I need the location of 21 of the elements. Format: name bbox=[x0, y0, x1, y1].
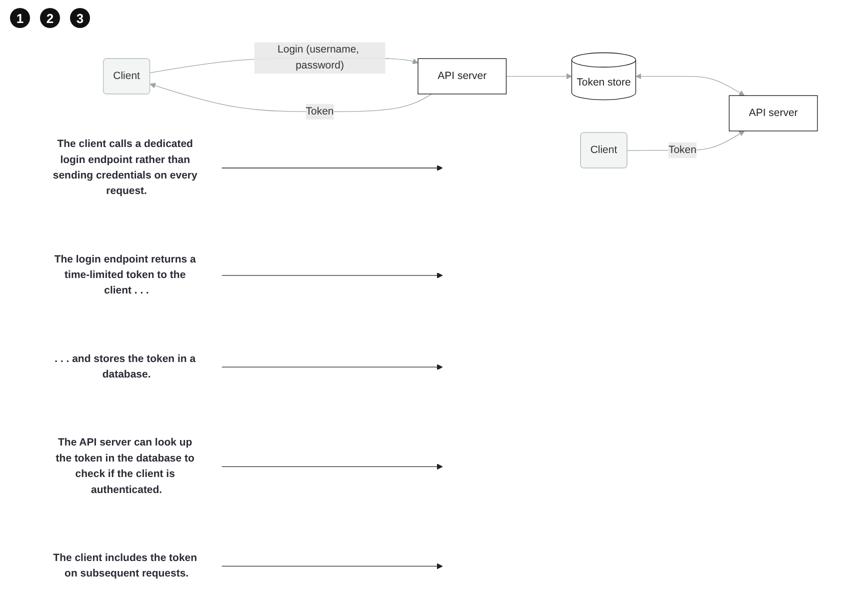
arrow bbox=[150, 82, 432, 112]
arrow bbox=[636, 72, 745, 96]
arrow bbox=[506, 72, 572, 79]
arrow bbox=[221, 164, 443, 170]
node-text: The client calls a dedicated login endpoint rather than sending credentials on every request. bbox=[52, 138, 198, 196]
edge-label: Token bbox=[668, 144, 696, 156]
arrow bbox=[221, 272, 443, 278]
callout-number: 1 bbox=[10, 8, 30, 28]
node-box: API server bbox=[728, 94, 818, 131]
node-text: The login endpoint returns a time-limited token to the client . . . bbox=[54, 253, 196, 296]
edge-label: Token bbox=[306, 105, 334, 116]
node-text: . . . and stores the token in a database. bbox=[54, 352, 196, 380]
arrow bbox=[221, 364, 443, 370]
callout-number: 2 bbox=[40, 8, 60, 28]
edge-label: Login (username, password) bbox=[278, 44, 360, 71]
node-text: The API server can look up the token in the database to check if the client is authenticated. bbox=[56, 436, 194, 495]
node-box: API server bbox=[418, 58, 507, 94]
arrow bbox=[221, 562, 443, 569]
node-text: The client includes the token on subsequent requests. bbox=[53, 552, 198, 579]
arrow bbox=[221, 463, 443, 470]
callout-number: 3 bbox=[70, 8, 90, 28]
